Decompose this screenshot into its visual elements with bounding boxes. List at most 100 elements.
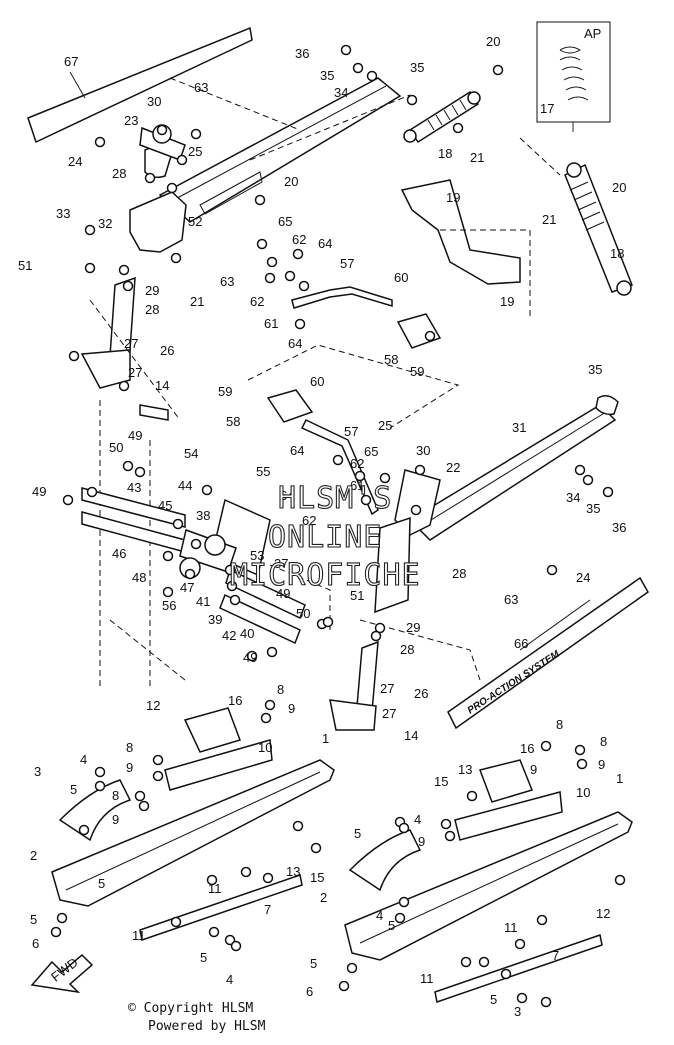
callout-c4b: 4 bbox=[414, 812, 421, 827]
fastener-95 bbox=[540, 996, 552, 1008]
callout-c11a: 11 bbox=[208, 881, 222, 896]
fastener-64 bbox=[138, 800, 150, 812]
fastener-54 bbox=[546, 564, 558, 576]
fastener-71 bbox=[208, 926, 220, 938]
callout-c61b: 61 bbox=[350, 478, 364, 493]
fastener-5 bbox=[452, 122, 464, 134]
callout-c35d: 35 bbox=[586, 501, 600, 516]
fastener-69 bbox=[206, 874, 218, 886]
fastener-38 bbox=[224, 564, 236, 576]
callout-c9a: 9 bbox=[288, 701, 295, 716]
fastener-24 bbox=[294, 318, 306, 330]
callout-c44: 44 bbox=[178, 478, 192, 493]
callout-c55: 55 bbox=[256, 464, 270, 479]
fastener-61 bbox=[94, 766, 106, 778]
callout-c21c: 21 bbox=[190, 294, 204, 309]
callout-c16b: 16 bbox=[520, 741, 534, 756]
fastener-57 bbox=[264, 699, 276, 711]
callout-c32: 32 bbox=[98, 216, 112, 231]
fastener-20 bbox=[266, 256, 278, 268]
fastener-1 bbox=[352, 62, 364, 74]
callout-c50a: 50 bbox=[109, 440, 123, 455]
callout-c21a: 21 bbox=[470, 150, 484, 165]
fastener-81 bbox=[440, 818, 452, 830]
suspension-crossmember bbox=[81, 404, 306, 645]
callout-c2a: 2 bbox=[30, 848, 37, 863]
callout-c14b: 14 bbox=[404, 728, 418, 743]
callout-c28a: 28 bbox=[112, 166, 126, 181]
fastener-47 bbox=[379, 472, 391, 484]
fastener-6 bbox=[156, 124, 168, 136]
decal-strip-67 bbox=[27, 26, 253, 144]
fastener-63 bbox=[134, 790, 146, 802]
fastener-78 bbox=[574, 744, 586, 756]
callout-c11c: 11 bbox=[504, 920, 518, 935]
callout-c5f: 5 bbox=[200, 950, 207, 965]
callout-c12b: 12 bbox=[596, 906, 610, 921]
callout-c58a: 58 bbox=[384, 352, 398, 367]
fastener-2 bbox=[366, 70, 378, 82]
fastener-19 bbox=[292, 248, 304, 260]
fastener-12 bbox=[254, 194, 266, 206]
fastener-94 bbox=[516, 992, 528, 1004]
fastener-22 bbox=[264, 272, 276, 284]
callout-c60b: 60 bbox=[310, 374, 324, 389]
ski-left bbox=[51, 707, 335, 941]
fastener-36 bbox=[162, 586, 174, 598]
callout-c11d: 11 bbox=[420, 971, 434, 986]
fastener-28 bbox=[122, 460, 134, 472]
callout-c2b: 2 bbox=[320, 890, 327, 905]
fastener-59 bbox=[152, 754, 164, 766]
callout-c58b: 58 bbox=[226, 414, 240, 429]
callout-c65a: 65 bbox=[278, 214, 292, 229]
tie-rod-lower bbox=[266, 389, 379, 516]
fastener-82 bbox=[444, 830, 456, 842]
callout-c39: 39 bbox=[208, 612, 222, 627]
callout-c57b: 57 bbox=[344, 424, 358, 439]
callout-c56: 56 bbox=[162, 598, 176, 613]
fastener-55 bbox=[374, 622, 386, 634]
fastener-35 bbox=[162, 550, 174, 562]
callout-c3a: 3 bbox=[34, 764, 41, 779]
fastener-93 bbox=[338, 980, 350, 992]
fastener-76 bbox=[50, 926, 62, 938]
ski-decal-text: PRO-ACTION SYSTEM bbox=[466, 649, 562, 717]
callout-c59a: 59 bbox=[410, 364, 424, 379]
callout-c35c: 35 bbox=[588, 362, 602, 377]
fastener-52 bbox=[582, 474, 594, 486]
fastener-49 bbox=[360, 494, 372, 506]
fastener-68 bbox=[262, 872, 274, 884]
callout-c1b: 1 bbox=[616, 771, 623, 786]
callout-c31: 31 bbox=[512, 420, 526, 435]
fastener-27 bbox=[118, 380, 130, 392]
fastener-51 bbox=[574, 464, 586, 476]
callout-c51a: 51 bbox=[18, 258, 32, 273]
callout-c12a: 12 bbox=[146, 698, 160, 713]
shock-absorber-upper bbox=[403, 90, 481, 144]
fastener-7 bbox=[190, 128, 202, 140]
callout-c29b: 29 bbox=[406, 620, 420, 635]
callout-c13b: 13 bbox=[286, 864, 300, 879]
callout-c9d: 9 bbox=[530, 762, 537, 777]
fastener-9 bbox=[94, 136, 106, 148]
callout-c37: 37 bbox=[274, 556, 288, 571]
callout-c22: 22 bbox=[446, 460, 460, 475]
mount-bracket-19 bbox=[400, 179, 531, 320]
callout-c1a: 1 bbox=[322, 731, 329, 746]
callout-c51b: 51 bbox=[350, 588, 364, 603]
callout-c7b: 7 bbox=[552, 948, 559, 963]
fastener-33 bbox=[201, 484, 213, 496]
fastener-15 bbox=[84, 262, 96, 274]
callout-c54: 54 bbox=[184, 446, 198, 461]
callout-c9b: 9 bbox=[126, 760, 133, 775]
callout-c4d: 4 bbox=[226, 972, 233, 987]
fastener-77 bbox=[540, 740, 552, 752]
fastener-39 bbox=[226, 580, 238, 592]
fastener-18 bbox=[256, 238, 268, 250]
callout-c18a: 18 bbox=[438, 146, 452, 161]
callout-c17: 17 bbox=[540, 101, 554, 116]
fastener-89 bbox=[460, 956, 472, 968]
callout-c35b: 35 bbox=[410, 60, 424, 75]
callout-c64b: 64 bbox=[288, 336, 302, 351]
callout-c20b: 20 bbox=[284, 174, 298, 189]
